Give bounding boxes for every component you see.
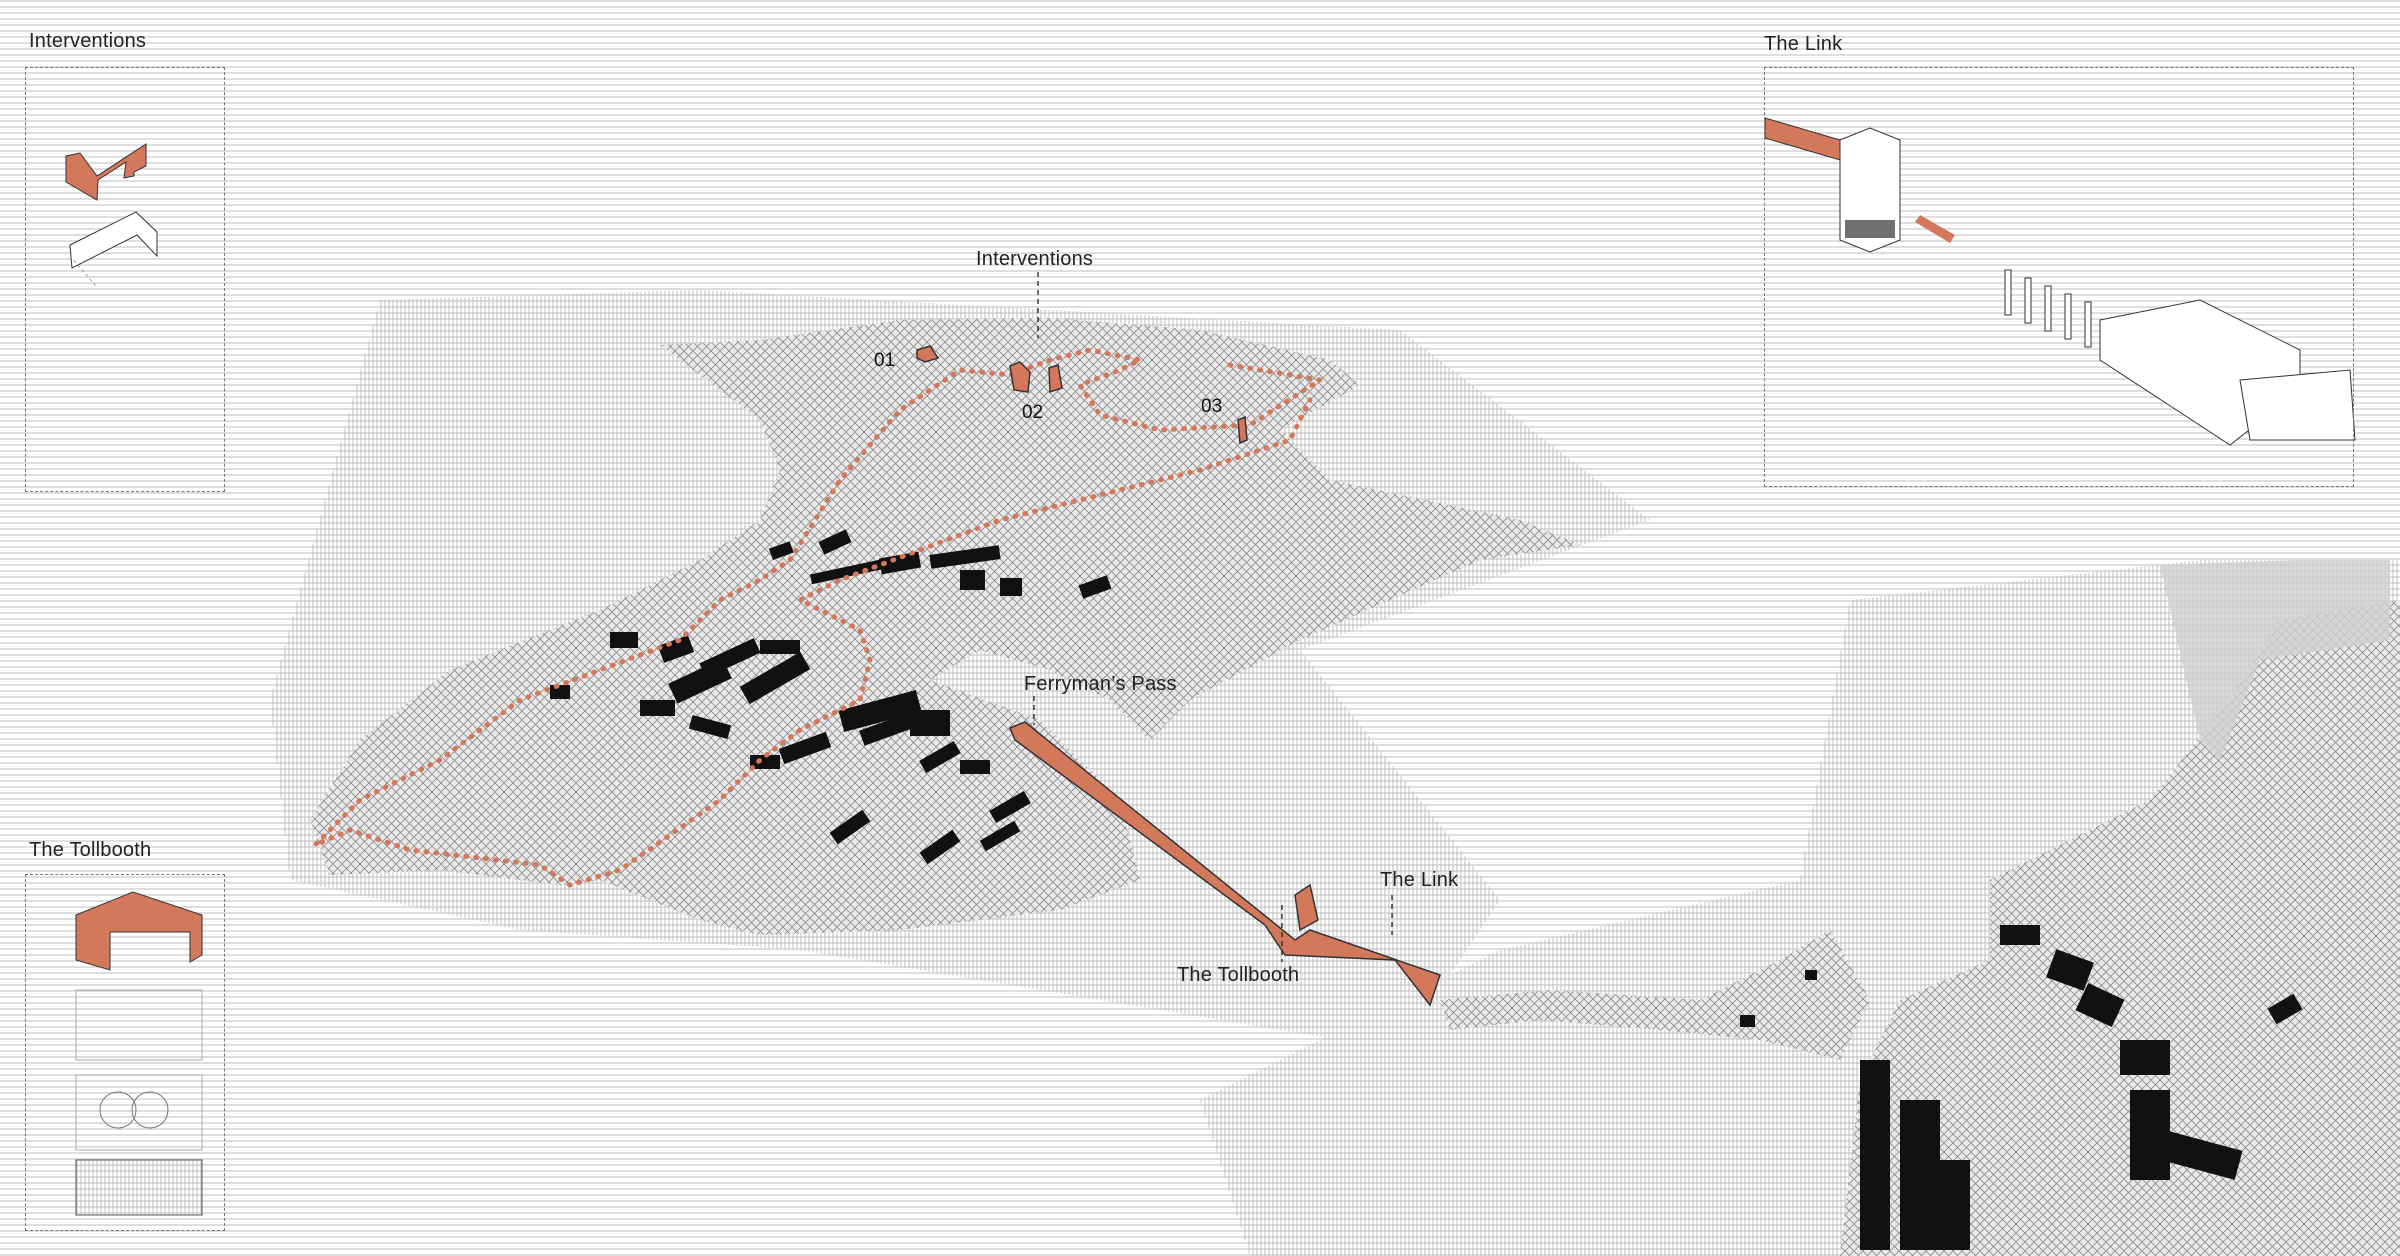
main-island	[310, 318, 1580, 935]
map-label-01: 01	[874, 350, 896, 371]
buildings	[550, 529, 1112, 865]
tollbooth-panel-drawing	[75, 891, 203, 1216]
map-label-02: 02	[1022, 402, 1044, 423]
east-hill-shade	[2160, 560, 2390, 760]
map-label-the-link: The Link	[1380, 869, 1459, 891]
east-landmass	[1840, 600, 2400, 1256]
tollbooth-panel	[25, 874, 225, 1231]
map-label-the-tollbooth: The Tollbooth	[1177, 964, 1300, 986]
panel-title-tollbooth: The Tollbooth	[29, 839, 152, 861]
walking-trail	[313, 347, 1327, 888]
leader-lines	[1033, 272, 1393, 962]
tollbooth-marker	[1294, 883, 1319, 932]
map-label-interventions: Interventions	[976, 248, 1094, 270]
bridge-the-link	[1009, 721, 1441, 1007]
intervention-01-marker	[916, 345, 940, 363]
interventions-panel	[25, 67, 225, 492]
link-panel	[1764, 67, 2354, 487]
causeway-land	[1440, 930, 1870, 1060]
map-label-03: 03	[1201, 396, 1223, 417]
panel-title-interventions: Interventions	[29, 30, 147, 52]
buildings-east	[1740, 925, 2303, 1250]
panel-title-link: The Link	[1764, 33, 1843, 55]
intervention-02-marker-a	[1009, 361, 1031, 393]
link-panel-drawing	[1764, 117, 2356, 446]
intervention-02-marker-b	[1048, 364, 1063, 394]
intervention-03-marker	[1237, 415, 1248, 445]
map-label-ferrymans-pass: Ferryman’s Pass	[1024, 673, 1177, 695]
interventions-panel-drawing	[65, 143, 158, 287]
